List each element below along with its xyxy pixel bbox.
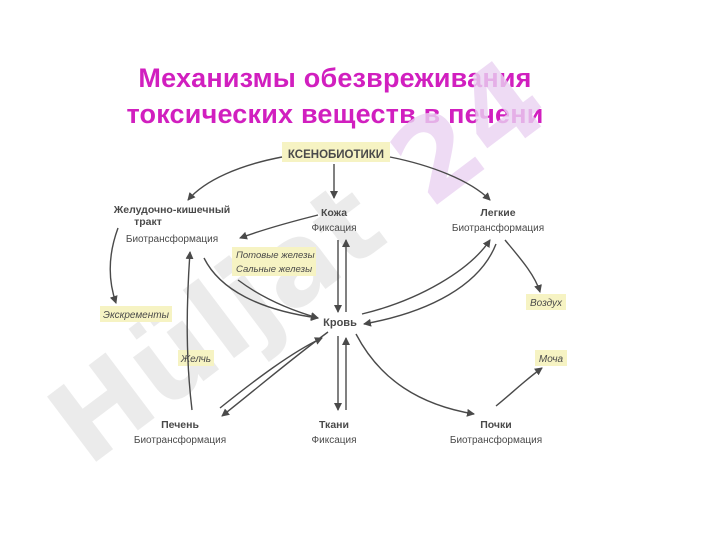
urine-highlight bbox=[535, 350, 567, 366]
node-lungs: Легкие bbox=[480, 207, 515, 219]
edge-liver-git-via-bile bbox=[185, 251, 194, 411]
node-excrements: Экскременты bbox=[103, 310, 170, 321]
node-bile: Желчь bbox=[180, 354, 211, 365]
svg-text:24: 24 bbox=[368, 34, 571, 232]
edge-lungs-air bbox=[504, 239, 542, 293]
node-urine: Моча bbox=[539, 354, 564, 365]
node-kidneys-sub: Биотрансформация bbox=[450, 434, 542, 446]
edge-lungs-blood bbox=[363, 243, 497, 327]
xeno-highlight bbox=[282, 142, 390, 162]
title-line-2: токсических веществ в печени bbox=[126, 99, 544, 129]
node-skin-sub: Фиксация bbox=[312, 223, 357, 234]
node-git-sub: Биотрансформация bbox=[126, 233, 218, 245]
edge-kidneys-urine bbox=[495, 367, 543, 407]
node-liver-sub: Биотрансформация bbox=[134, 434, 226, 446]
node-tissues: Ткани bbox=[319, 419, 349, 431]
edge-liver-blood bbox=[219, 337, 323, 409]
title-line-1: Механизмы обезвреживания bbox=[138, 63, 532, 93]
node-lungs-sub: Биотрансформация bbox=[452, 222, 544, 234]
edge-xeno-lungs bbox=[389, 156, 491, 201]
edge-glands-blood bbox=[237, 279, 319, 320]
glands-highlight bbox=[232, 247, 316, 276]
node-blood: Кровь bbox=[323, 317, 357, 329]
edge-blood-lungs bbox=[361, 239, 491, 315]
node-kidneys: Почки bbox=[480, 419, 512, 431]
node-air: Воздух bbox=[530, 298, 563, 309]
excrements-highlight bbox=[100, 306, 172, 322]
node-xenobiotics: КСЕНОБИОТИКИ bbox=[288, 149, 384, 161]
bile-highlight bbox=[178, 350, 214, 366]
page-title: Механизмы обезвреживания токсических вещ… bbox=[90, 60, 580, 132]
edge-git-blood bbox=[203, 257, 319, 322]
node-sweat-glands: Потовые железы bbox=[236, 250, 315, 261]
diagram-edges bbox=[109, 156, 543, 417]
edge-blood-kidneys bbox=[355, 333, 475, 417]
air-highlight bbox=[526, 294, 566, 310]
edge-git-excrements bbox=[109, 227, 119, 304]
node-tissues-sub: Фиксация bbox=[312, 435, 357, 446]
node-git: Желудочно-кишечный bbox=[113, 204, 231, 216]
node-git-line2: тракт bbox=[134, 216, 162, 228]
edge-xeno-git bbox=[187, 156, 283, 201]
edge-skin-git bbox=[239, 214, 319, 240]
node-liver: Печень bbox=[161, 419, 199, 431]
node-sebaceous-glands: Сальные железы bbox=[236, 264, 312, 275]
node-skin: Кожа bbox=[321, 207, 347, 219]
